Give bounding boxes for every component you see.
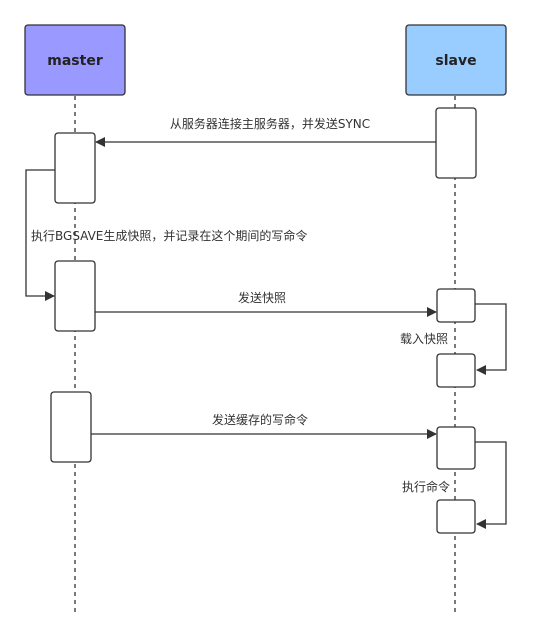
slave-activation-4 xyxy=(436,426,476,470)
bgsave-message-label: 执行BGSAVE生成快照，并记录在这个期间的写命令 xyxy=(31,228,307,243)
exec-commands-label: 执行命令 xyxy=(402,479,450,494)
master-activation-2 xyxy=(54,260,96,332)
sync-message-label: 从服务器连接主服务器，并发送SYNC xyxy=(170,116,370,131)
slave-activation-1 xyxy=(435,107,477,179)
participant-slave: slave xyxy=(405,24,507,96)
load-snapshot-label: 载入快照 xyxy=(400,332,448,346)
participant-master-label: master xyxy=(47,53,103,69)
participant-master: master xyxy=(24,24,126,96)
send-buffered-label: 发送缓存的写命令 xyxy=(212,412,308,427)
master-activation-1 xyxy=(54,132,96,204)
exec-commands-self-arrow xyxy=(475,441,507,529)
slave-activation-5 xyxy=(436,499,476,534)
slave-activation-3 xyxy=(436,353,476,388)
master-activation-3 xyxy=(50,391,92,463)
send-snapshot-label: 发送快照 xyxy=(238,290,286,305)
participant-slave-label: slave xyxy=(435,53,476,69)
bgsave-self-arrow xyxy=(25,169,55,301)
load-snapshot-self-arrow xyxy=(475,303,507,375)
slave-activation-2 xyxy=(436,288,476,323)
